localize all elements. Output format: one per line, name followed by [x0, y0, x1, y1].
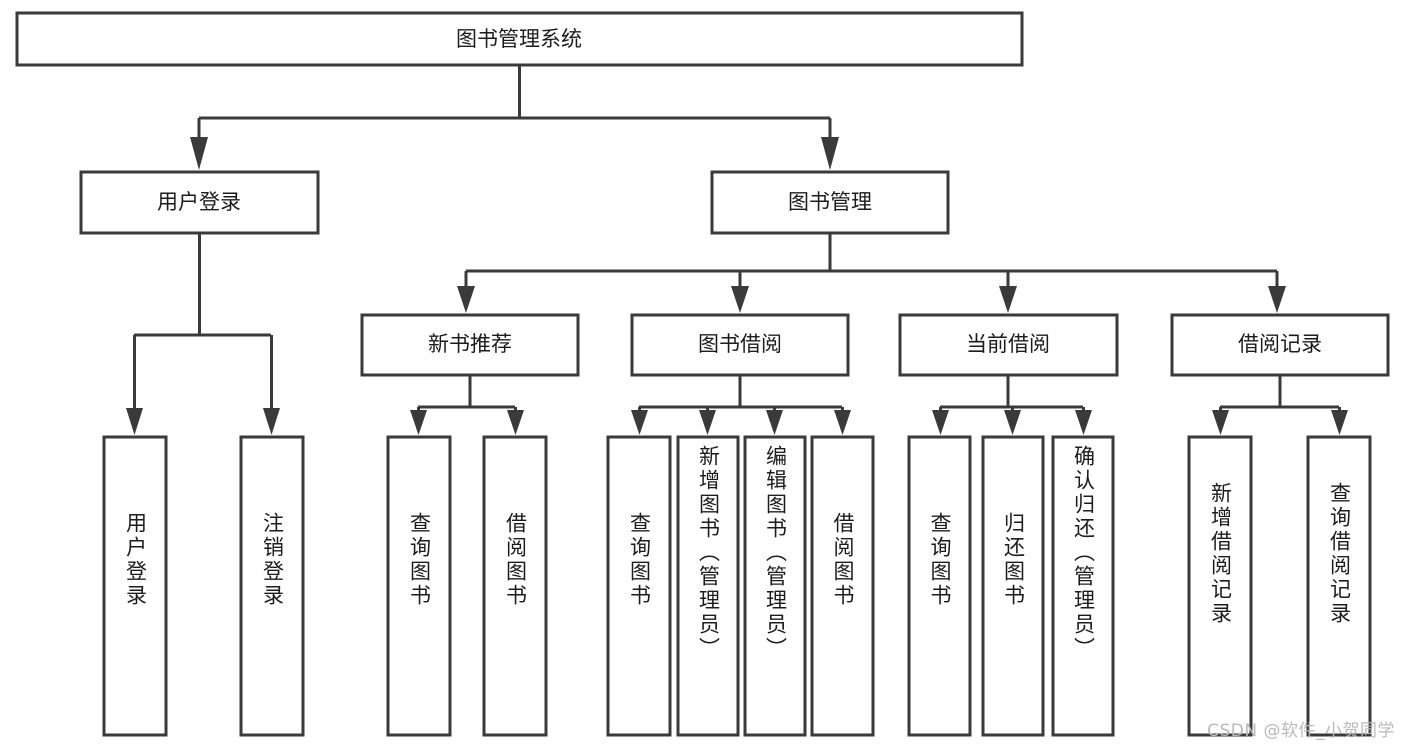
leaf-edit-book-admin[interactable] — [743, 435, 807, 737]
leaf-query-book-current[interactable] — [907, 435, 972, 737]
arrow-userlogin-to-leaf-login — [126, 408, 143, 435]
csdn-watermark: CSDN @软件_小贺同学 — [1207, 721, 1395, 741]
leaf-return-book[interactable] — [981, 435, 1045, 737]
arrow-bookmgmt-to-current — [999, 286, 1017, 313]
leaf-query-book-newbook[interactable] — [386, 435, 452, 737]
arrow-borrow-to-query — [631, 410, 648, 435]
arrow-root-to-bookmgmt — [821, 137, 839, 170]
leaf-user-login[interactable] — [102, 435, 168, 737]
arrow-bookmgmt-to-newbook — [457, 286, 475, 313]
arrow-newbook-to-borrow — [507, 410, 524, 435]
arrow-current-to-query — [932, 410, 949, 435]
node-book-management[interactable] — [710, 170, 950, 235]
node-new-book-recommend[interactable] — [360, 313, 580, 377]
arrow-borrow-to-add — [699, 410, 716, 435]
node-user-login[interactable] — [79, 170, 320, 235]
leaf-add-borrow-record[interactable] — [1187, 435, 1253, 737]
connector-layer — [126, 65, 1348, 435]
arrow-records-to-add — [1212, 410, 1229, 435]
arrow-records-to-query — [1331, 410, 1348, 435]
node-layer: 图书管理系统 用户登录 图书管理 新书推荐 图书借阅 当前借阅 借阅记录 — [15, 11, 1390, 737]
node-borrow-records-label: 借阅记录 — [1238, 332, 1322, 356]
leaf-user-logout[interactable] — [239, 435, 305, 737]
arrow-borrow-to-edit — [766, 410, 783, 435]
arrow-root-to-userlogin — [190, 137, 208, 170]
node-book-borrow-label: 图书借阅 — [698, 332, 782, 356]
node-book-management-label: 图书管理 — [788, 190, 872, 214]
arrow-userlogin-to-leaf-logout — [263, 408, 280, 435]
arrow-bookmgmt-to-borrow — [731, 286, 749, 313]
leaf-confirm-return-admin[interactable] — [1051, 435, 1115, 737]
leaf-query-borrow-record[interactable] — [1306, 435, 1372, 737]
node-current-borrow-label: 当前借阅 — [966, 332, 1050, 356]
leaf-borrow-book-newbook[interactable] — [482, 435, 548, 737]
leaf-borrow-book[interactable] — [810, 435, 875, 737]
arrow-bookmgmt-to-records — [1268, 286, 1286, 313]
arrow-current-to-confirm — [1075, 410, 1092, 435]
node-user-login-label: 用户登录 — [157, 190, 241, 214]
leaf-add-book-admin[interactable] — [676, 435, 740, 737]
leaf-query-book-borrow[interactable] — [606, 435, 672, 737]
arrow-borrow-to-lend — [834, 410, 851, 435]
arrow-newbook-to-query — [410, 410, 427, 435]
arrow-current-to-return — [1004, 410, 1021, 435]
node-borrow-records[interactable] — [1170, 313, 1390, 377]
node-root[interactable] — [15, 11, 1024, 67]
node-current-borrow[interactable] — [898, 313, 1119, 377]
node-new-book-recommend-label: 新书推荐 — [428, 332, 512, 356]
node-root-label: 图书管理系统 — [456, 27, 582, 51]
node-book-borrow[interactable] — [630, 313, 850, 377]
